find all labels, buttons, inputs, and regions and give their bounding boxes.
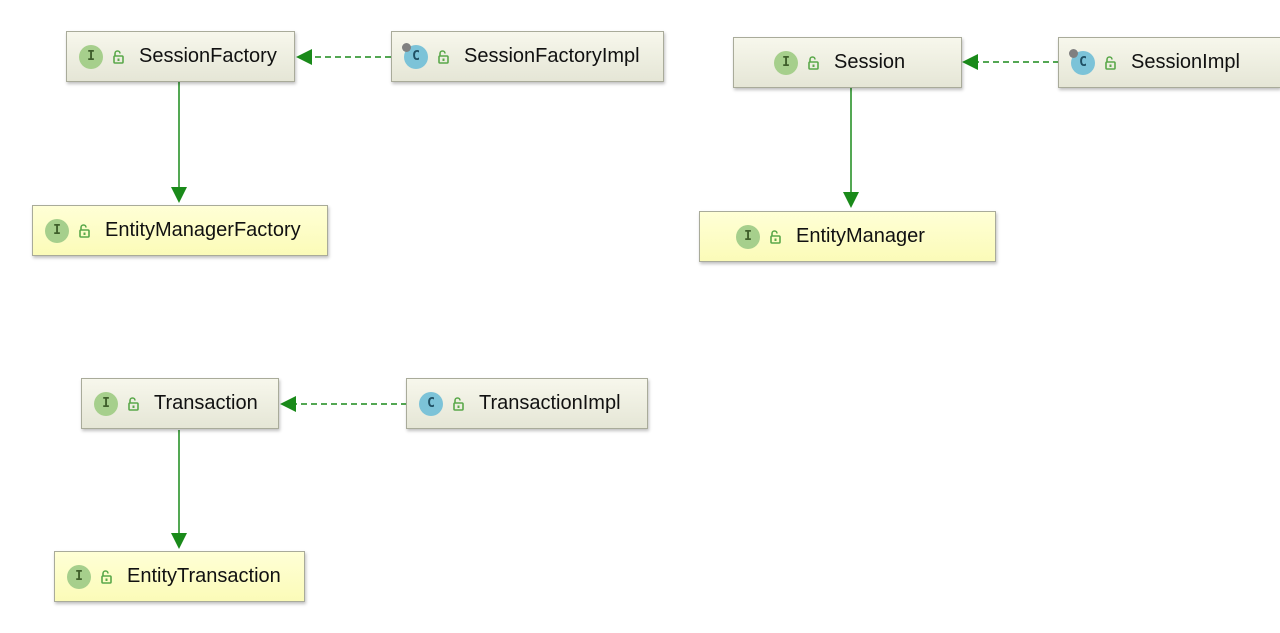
kind-letter: C	[412, 49, 420, 64]
arrowhead-transaction	[280, 396, 296, 412]
unlock-icon	[437, 49, 449, 64]
interface-icon: I	[45, 218, 69, 243]
node-label: SessionFactoryImpl	[464, 45, 640, 67]
node-label: SessionImpl	[1131, 51, 1240, 73]
node-sessionimpl[interactable]: C SessionImpl	[1058, 37, 1280, 88]
node-label: EntityTransaction	[127, 565, 281, 587]
node-session[interactable]: I Session	[733, 37, 962, 88]
abstract-class-icon: C	[402, 42, 428, 69]
unlock-icon	[100, 569, 112, 584]
node-entitymanagerfactory[interactable]: I EntityManagerFactory	[32, 205, 328, 256]
abstract-marker-icon	[1069, 48, 1078, 58]
node-label: Transaction	[154, 392, 258, 414]
kind-letter: C	[1079, 55, 1087, 70]
node-label: EntityManager	[796, 225, 925, 247]
node-label: Session	[834, 51, 906, 73]
node-label: EntityManagerFactory	[105, 219, 301, 241]
node-sessionfactoryimpl[interactable]: C SessionFactoryImpl	[391, 31, 664, 82]
interface-icon: I	[774, 50, 798, 75]
arrowhead-entitymanagerfactory	[171, 187, 187, 203]
unlock-icon	[452, 396, 464, 411]
unlock-icon	[807, 55, 819, 70]
interface-icon: I	[94, 391, 118, 416]
interface-icon: I	[736, 224, 760, 249]
interface-icon: I	[67, 564, 91, 589]
node-entitytransaction[interactable]: I EntityTransaction	[54, 551, 305, 602]
abstract-marker-icon	[402, 42, 411, 52]
node-sessionfactory[interactable]: I SessionFactory	[66, 31, 295, 82]
class-icon: C	[419, 391, 443, 416]
interface-icon: I	[79, 44, 103, 69]
unlock-icon	[112, 49, 124, 64]
arrowhead-session	[962, 54, 978, 70]
unlock-icon	[1104, 55, 1116, 70]
arrowhead-sessionfactory	[296, 49, 312, 65]
abstract-class-icon: C	[1069, 48, 1095, 75]
node-label: TransactionImpl	[479, 392, 621, 414]
unlock-icon	[769, 229, 781, 244]
node-transactionimpl[interactable]: C TransactionImpl	[406, 378, 648, 429]
unlock-icon	[127, 396, 139, 411]
arrowhead-entitytransaction	[171, 533, 187, 549]
node-label: SessionFactory	[139, 45, 277, 67]
arrowhead-entitymanager	[843, 192, 859, 208]
node-transaction[interactable]: I Transaction	[81, 378, 279, 429]
node-entitymanager[interactable]: I EntityManager	[699, 211, 996, 262]
unlock-icon	[78, 223, 90, 238]
